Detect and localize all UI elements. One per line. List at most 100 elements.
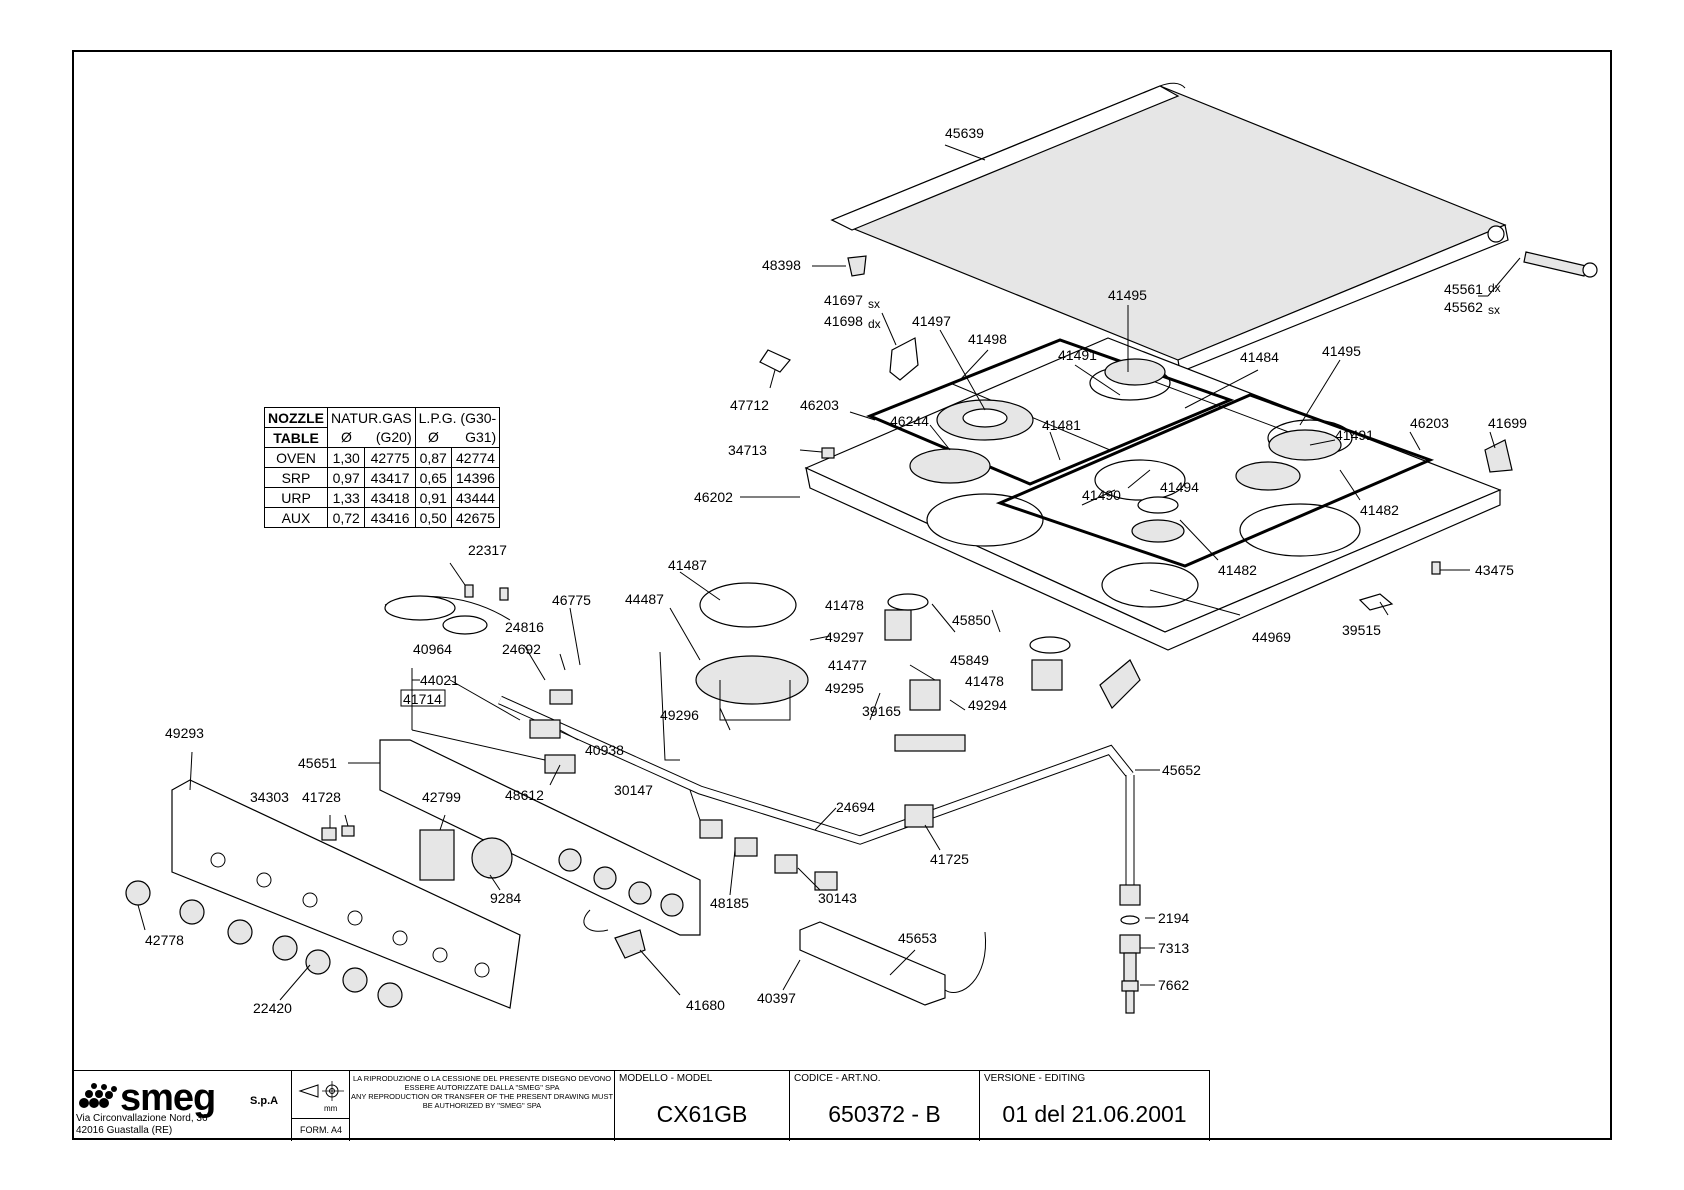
label-41714-box: [400, 689, 446, 707]
article-code-cell: CODICE - ART.NO. 650372 - B: [790, 1071, 980, 1141]
terminal-block: [799, 921, 987, 1006]
label-41478a: 41478: [825, 597, 864, 613]
label-41497: 41497: [912, 313, 951, 329]
label-48398: 48398: [762, 257, 801, 273]
label-41698: 41698: [824, 313, 863, 329]
burners: [909, 358, 1342, 543]
nozzle-row-urp: URP 1,33 43418 0,91 43444: [264, 487, 501, 508]
nozzle-header-lpg-code: G31): [451, 427, 501, 448]
label-41495a: 41495: [1108, 287, 1147, 303]
label-45849: 45849: [950, 652, 989, 668]
label-49294: 49294: [968, 697, 1007, 713]
projection-cell: mm FORM. A4: [292, 1071, 350, 1141]
label-41487: 41487: [668, 557, 707, 573]
company-logo-cell: smeg S.p.A Via Circonvallazione Nord, 36…: [72, 1071, 292, 1141]
label-39515: 39515: [1342, 622, 1381, 638]
nozzle-header-row-1: NOZZLE NATUR.GAS L.P.G. (G30-: [264, 407, 501, 428]
article-code-value: 650372 - B: [828, 1101, 941, 1127]
lid-cap: [847, 255, 867, 277]
label-41728: 41728: [302, 789, 341, 805]
label-41714: 41714: [403, 691, 442, 707]
label-46775: 46775: [552, 592, 591, 608]
label-41495b: 41495: [1322, 343, 1361, 359]
label-41498: 41498: [968, 331, 1007, 347]
label-41680: 41680: [686, 997, 725, 1013]
nozzle-cell: 14396: [450, 467, 501, 488]
label-41697-side: sx: [868, 297, 880, 311]
nozzle-header-lpg: L.P.G. (G30-: [414, 407, 501, 428]
label-7313: 7313: [1158, 940, 1189, 956]
label-24694: 24694: [836, 799, 875, 815]
nozzle-header-nat-code: (G20): [364, 427, 416, 448]
label-39165: 39165: [862, 703, 901, 719]
label-45561: 45561: [1444, 281, 1483, 297]
label-45561-side: dx: [1488, 281, 1501, 295]
nozzle-header-nat-dia: Ø: [326, 427, 365, 448]
nozzle-cell: 0,72: [326, 507, 366, 528]
nozzle-cell: OVEN: [264, 447, 328, 468]
label-7662: 7662: [1158, 977, 1189, 993]
label-30143: 30143: [818, 890, 857, 906]
label-41725: 41725: [930, 851, 969, 867]
nozzle-row-oven: OVEN 1,30 42775 0,87 42774: [264, 447, 501, 468]
projection-symbol-icon: mm: [298, 1081, 344, 1113]
nozzle-cell: 43417: [364, 467, 416, 488]
label-42799: 42799: [422, 789, 461, 805]
label-41482b: 41482: [1218, 562, 1257, 578]
nozzle-cell: 1,30: [326, 447, 366, 468]
label-24692: 24692: [502, 641, 541, 657]
nozzle-cell: 0,87: [414, 447, 452, 468]
nozzle-header-lpg-dia: Ø: [414, 427, 452, 448]
oven-burner: [659, 582, 809, 761]
label-41697: 41697: [824, 292, 863, 308]
label-9284: 9284: [490, 890, 521, 906]
label-41491a: 41491: [1058, 347, 1097, 363]
label-45850: 45850: [952, 612, 991, 628]
nozzle-cell: 42775: [364, 447, 416, 468]
nozzle-cell: 43444: [450, 487, 501, 508]
label-44021: 44021: [420, 672, 459, 688]
version-label: VERSIONE - EDITING: [984, 1073, 1086, 1084]
label-46244: 46244: [890, 413, 929, 429]
title-block: smeg S.p.A Via Circonvallazione Nord, 36…: [72, 1070, 1210, 1141]
nozzle-header-row-2: TABLE Ø (G20) Ø G31): [264, 427, 501, 448]
label-41698-side: dx: [868, 317, 881, 331]
label-44969: 44969: [1252, 629, 1291, 645]
label-45639: 45639: [945, 125, 984, 141]
part-labels: 45639 48398 41697 sx 41698 dx 41497 4149…: [145, 125, 1527, 1016]
label-41699: 41699: [1488, 415, 1527, 431]
nozzle-cell: AUX: [264, 507, 328, 528]
control-knobs: [125, 880, 403, 1008]
nozzle-cell: 42774: [450, 447, 501, 468]
label-41494: 41494: [1160, 479, 1199, 495]
label-40938: 40938: [585, 742, 624, 758]
version-cell: VERSIONE - EDITING 01 del 21.06.2001: [980, 1071, 1210, 1141]
nozzle-cell: 1,33: [326, 487, 366, 508]
nozzle-cell: 42675: [450, 507, 501, 528]
label-45651: 45651: [298, 755, 337, 771]
label-45653: 45653: [898, 930, 937, 946]
label-24816: 24816: [505, 619, 544, 635]
label-34713: 34713: [728, 442, 767, 458]
nozzle-cell: URP: [264, 487, 328, 508]
nozzle-cell: 0,50: [414, 507, 452, 528]
company-address: Via Circonvallazione Nord, 36 42016 Guas…: [76, 1113, 208, 1137]
label-40397: 40397: [757, 990, 796, 1006]
form-size: FORM. A4: [292, 1118, 350, 1141]
misc-small-parts: [321, 337, 1513, 959]
label-41484: 41484: [1240, 349, 1279, 365]
label-49297: 49297: [825, 629, 864, 645]
nozzle-row-aux: AUX 0,72 43416 0,50 42675: [264, 507, 501, 528]
label-22420: 22420: [253, 1000, 292, 1016]
label-41477: 41477: [828, 657, 867, 673]
label-2194: 2194: [1158, 910, 1189, 926]
nozzle-cell: 43418: [364, 487, 416, 508]
smeg-logo-dots-icon: [79, 1083, 117, 1108]
gas-valves: [699, 804, 934, 891]
label-41482a: 41482: [1360, 502, 1399, 518]
nozzle-header-natural-gas: NATUR.GAS: [327, 407, 416, 428]
label-44487: 44487: [625, 591, 664, 607]
label-47712: 47712: [730, 397, 769, 413]
label-48612: 48612: [505, 787, 544, 803]
label-41490: 41490: [1082, 487, 1121, 503]
